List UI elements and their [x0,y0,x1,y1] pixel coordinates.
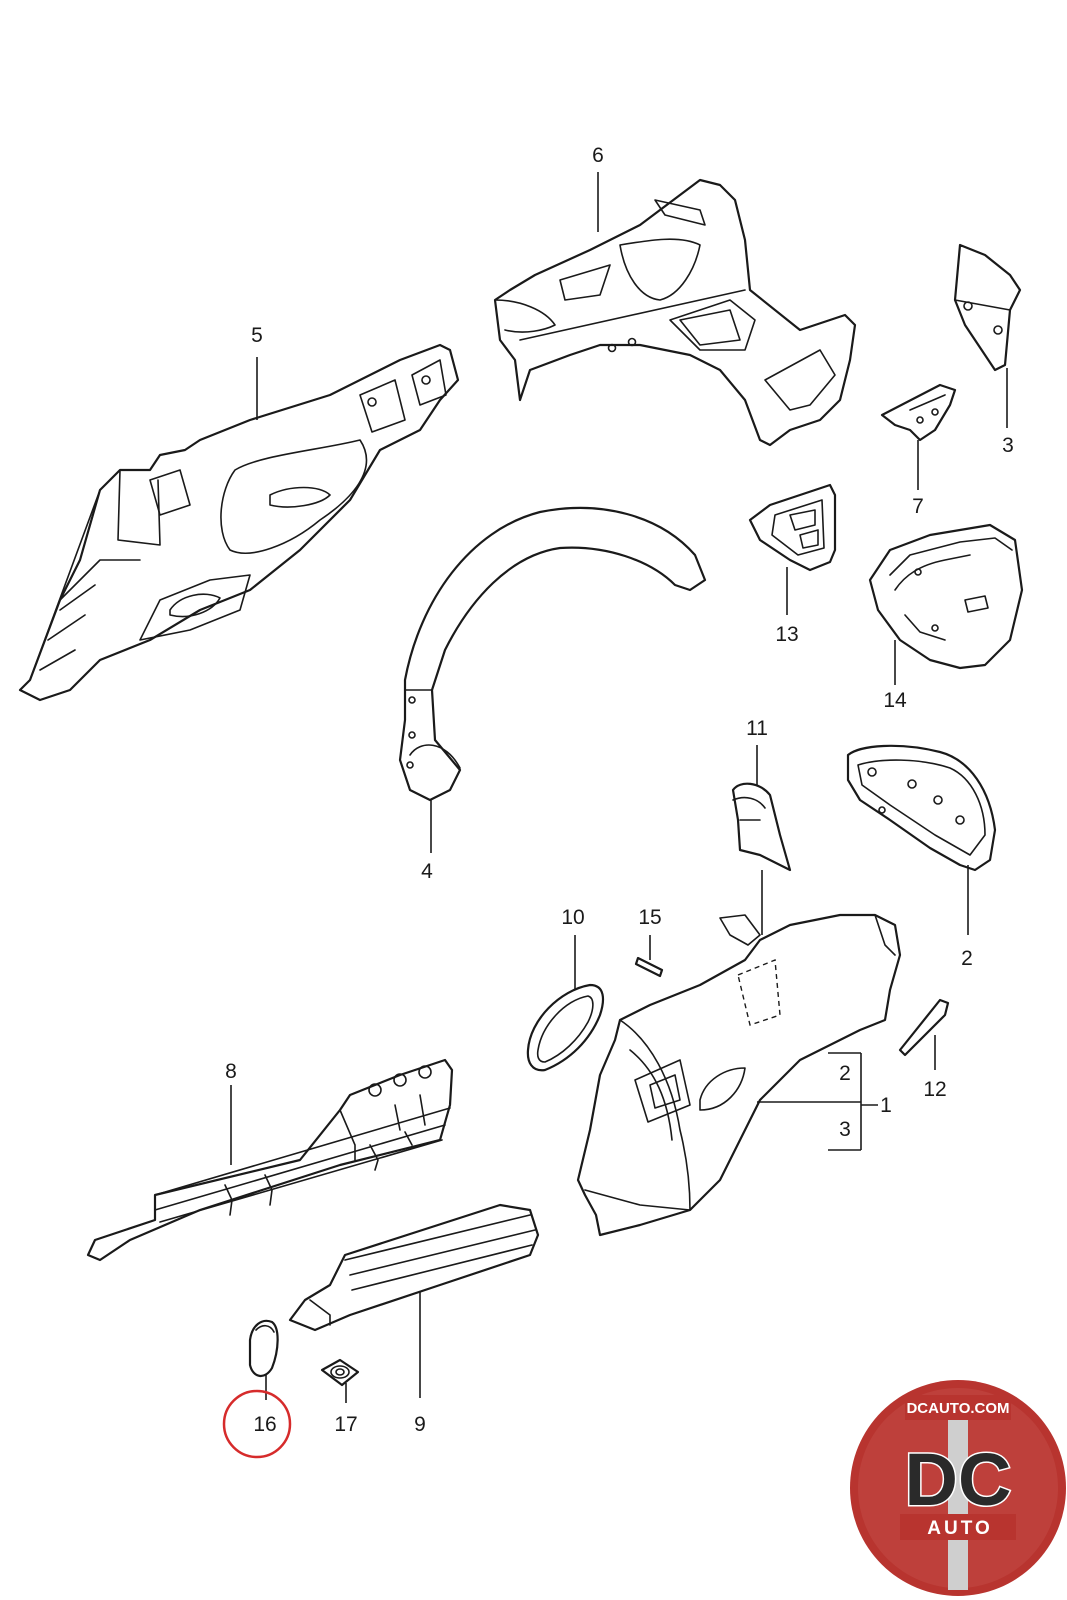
callout-10: 10 [561,906,584,929]
callout-6: 6 [592,144,604,167]
callout-1: 1 [880,1094,892,1117]
bracket-label-3: 3 [839,1118,851,1141]
part-4-wheel-arch[interactable] [398,506,707,802]
bracket-label-2: 2 [839,1062,851,1085]
logo-auto-text: AUTO [927,1518,992,1539]
callout-16: 16 [253,1413,276,1436]
leader-lines [230,172,1008,1403]
highlight-circle [222,1389,292,1459]
callout-3: 3 [1002,434,1014,457]
part-6-quarter-upper-panel[interactable] [493,178,857,447]
callout-15: 15 [638,906,661,929]
logo-dc-text: DC [905,1438,1012,1521]
callout-17: 17 [334,1413,357,1436]
dcauto-logo: DCAUTO.COM DC AUTO [850,1380,1066,1596]
part-17-clip[interactable] [320,1358,360,1387]
part-12-strip[interactable] [898,998,950,1057]
callout-9: 9 [414,1413,426,1436]
callout-2: 2 [961,947,973,970]
part-8-sill-panel[interactable] [86,1058,454,1262]
logo-top-text: DCAUTO.COM [906,1400,1009,1417]
part-1-rear-quarter-panel[interactable] [576,913,902,1237]
callout-13: 13 [775,623,798,646]
part-9-rocker-panel[interactable] [288,1203,540,1332]
callout-14: 14 [883,689,907,712]
part-5-inner-quarter-panel[interactable] [18,343,460,702]
callout-4: 4 [421,860,433,883]
part-3-rear-bracket[interactable] [953,243,1022,372]
callout-5: 5 [251,324,263,347]
part-2-trim-frame[interactable] [846,744,997,872]
callout-labels: 6 5 3 7 13 14 11 4 10 15 2 12 8 1 2 3 16… [225,144,1014,1436]
part-14-molded-cover[interactable] [868,523,1024,670]
part-13-frame[interactable] [748,483,837,572]
callout-7: 7 [912,495,924,518]
callout-12: 12 [923,1078,946,1101]
part-11-cover-piece[interactable] [731,782,792,872]
callout-8: 8 [225,1060,237,1083]
callout-11: 11 [746,717,768,740]
part-15-strip[interactable] [634,956,664,978]
part-7-small-bracket[interactable] [880,383,957,442]
part-10-seal-gasket[interactable] [526,983,605,1072]
part-16-plug[interactable] [248,1319,279,1377]
